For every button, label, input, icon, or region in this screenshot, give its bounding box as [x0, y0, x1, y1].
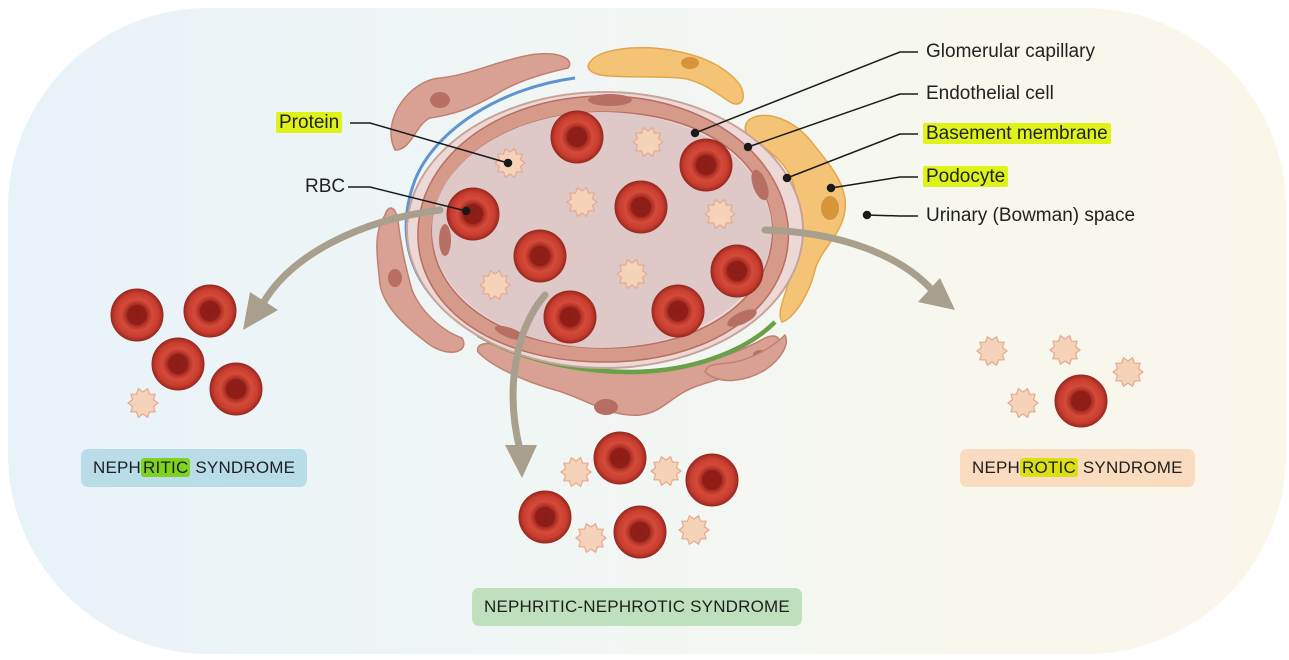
- protein-particle: [678, 514, 710, 546]
- label-urinary-space: Urinary (Bowman) space: [926, 205, 1136, 226]
- protein-particle: [650, 455, 682, 487]
- rbc-center: [727, 261, 747, 281]
- protein-particle: [632, 126, 664, 158]
- leader-lines: [348, 51, 918, 220]
- arrowhead-mixed: [505, 445, 537, 478]
- label-basement-membrane-text: Basement membrane: [923, 123, 1111, 144]
- mixed-syndrome-text: NEPHRITIC-NEPHROTIC SYNDROME: [484, 597, 790, 616]
- protein-particle: [976, 335, 1008, 367]
- arrow-nephritic: [258, 206, 444, 309]
- podocyte-orange-top: [587, 46, 744, 105]
- label-endothelial-cell: Endothelial cell: [926, 83, 1054, 104]
- rbc-center: [668, 301, 688, 321]
- protein-particle: [575, 522, 607, 554]
- podocyte-orange-right: [744, 114, 847, 323]
- label-rbc: RBC: [305, 176, 346, 197]
- rbc-center: [1071, 391, 1091, 411]
- protein-particle: [1112, 356, 1144, 388]
- rbc-center: [200, 301, 220, 321]
- arrow-heads: [243, 278, 955, 478]
- nephrotic-highlight: ROTIC: [1020, 458, 1078, 477]
- label-podocyte: Podocyte: [923, 165, 1009, 189]
- label-basement-membrane: Basement membrane: [923, 122, 1111, 146]
- nephritic-prefix: NEPH: [93, 458, 142, 477]
- rbc-center: [610, 448, 630, 468]
- rbc-center: [530, 246, 550, 266]
- rbc-center: [631, 197, 651, 217]
- particles: [110, 110, 1144, 559]
- nephrotic-suffix: SYNDROME: [1077, 458, 1183, 477]
- label-protein: Protein: [276, 111, 343, 135]
- rbc-center: [168, 354, 188, 374]
- rbc-center: [630, 522, 650, 542]
- rbc-center: [560, 307, 580, 327]
- protein-particle: [1007, 387, 1039, 419]
- rbc-center: [127, 305, 147, 325]
- label-glomerular-capillary: Glomerular capillary: [926, 41, 1095, 62]
- rbc-center: [702, 470, 722, 490]
- protein-particle: [560, 456, 592, 488]
- podocyte-pink-bottom-right: [704, 333, 787, 382]
- podocyte-pink-top: [390, 53, 571, 151]
- nephritic-suffix: SYNDROME: [190, 458, 296, 477]
- protein-particle: [127, 387, 159, 419]
- label-protein-text: Protein: [276, 112, 343, 133]
- nephritic-nephrotic-syndrome-box: NEPHRITIC-NEPHROTIC SYNDROME: [472, 588, 802, 626]
- arrowhead-nephrotic: [918, 278, 955, 310]
- protein-particle: [1049, 334, 1081, 366]
- protein-particle: [704, 198, 736, 230]
- rbc-center: [535, 507, 555, 527]
- rbc-center: [567, 127, 587, 147]
- arrow-mixed: [509, 291, 549, 454]
- nephritic-highlight: RITIC: [141, 458, 191, 477]
- arrow-nephrotic: [761, 226, 936, 294]
- rbc-center: [226, 379, 246, 399]
- label-podocyte-text: Podocyte: [923, 166, 1009, 187]
- rbc-center: [696, 155, 716, 175]
- endothelial-nuclei: [439, 94, 769, 341]
- filtration-arrows: [258, 206, 936, 454]
- protein-particle: [479, 269, 511, 301]
- protein-particle: [616, 258, 648, 290]
- protein-particle: [566, 186, 598, 218]
- nephrotic-prefix: NEPH: [972, 458, 1021, 477]
- arrowhead-nephritic: [243, 292, 278, 330]
